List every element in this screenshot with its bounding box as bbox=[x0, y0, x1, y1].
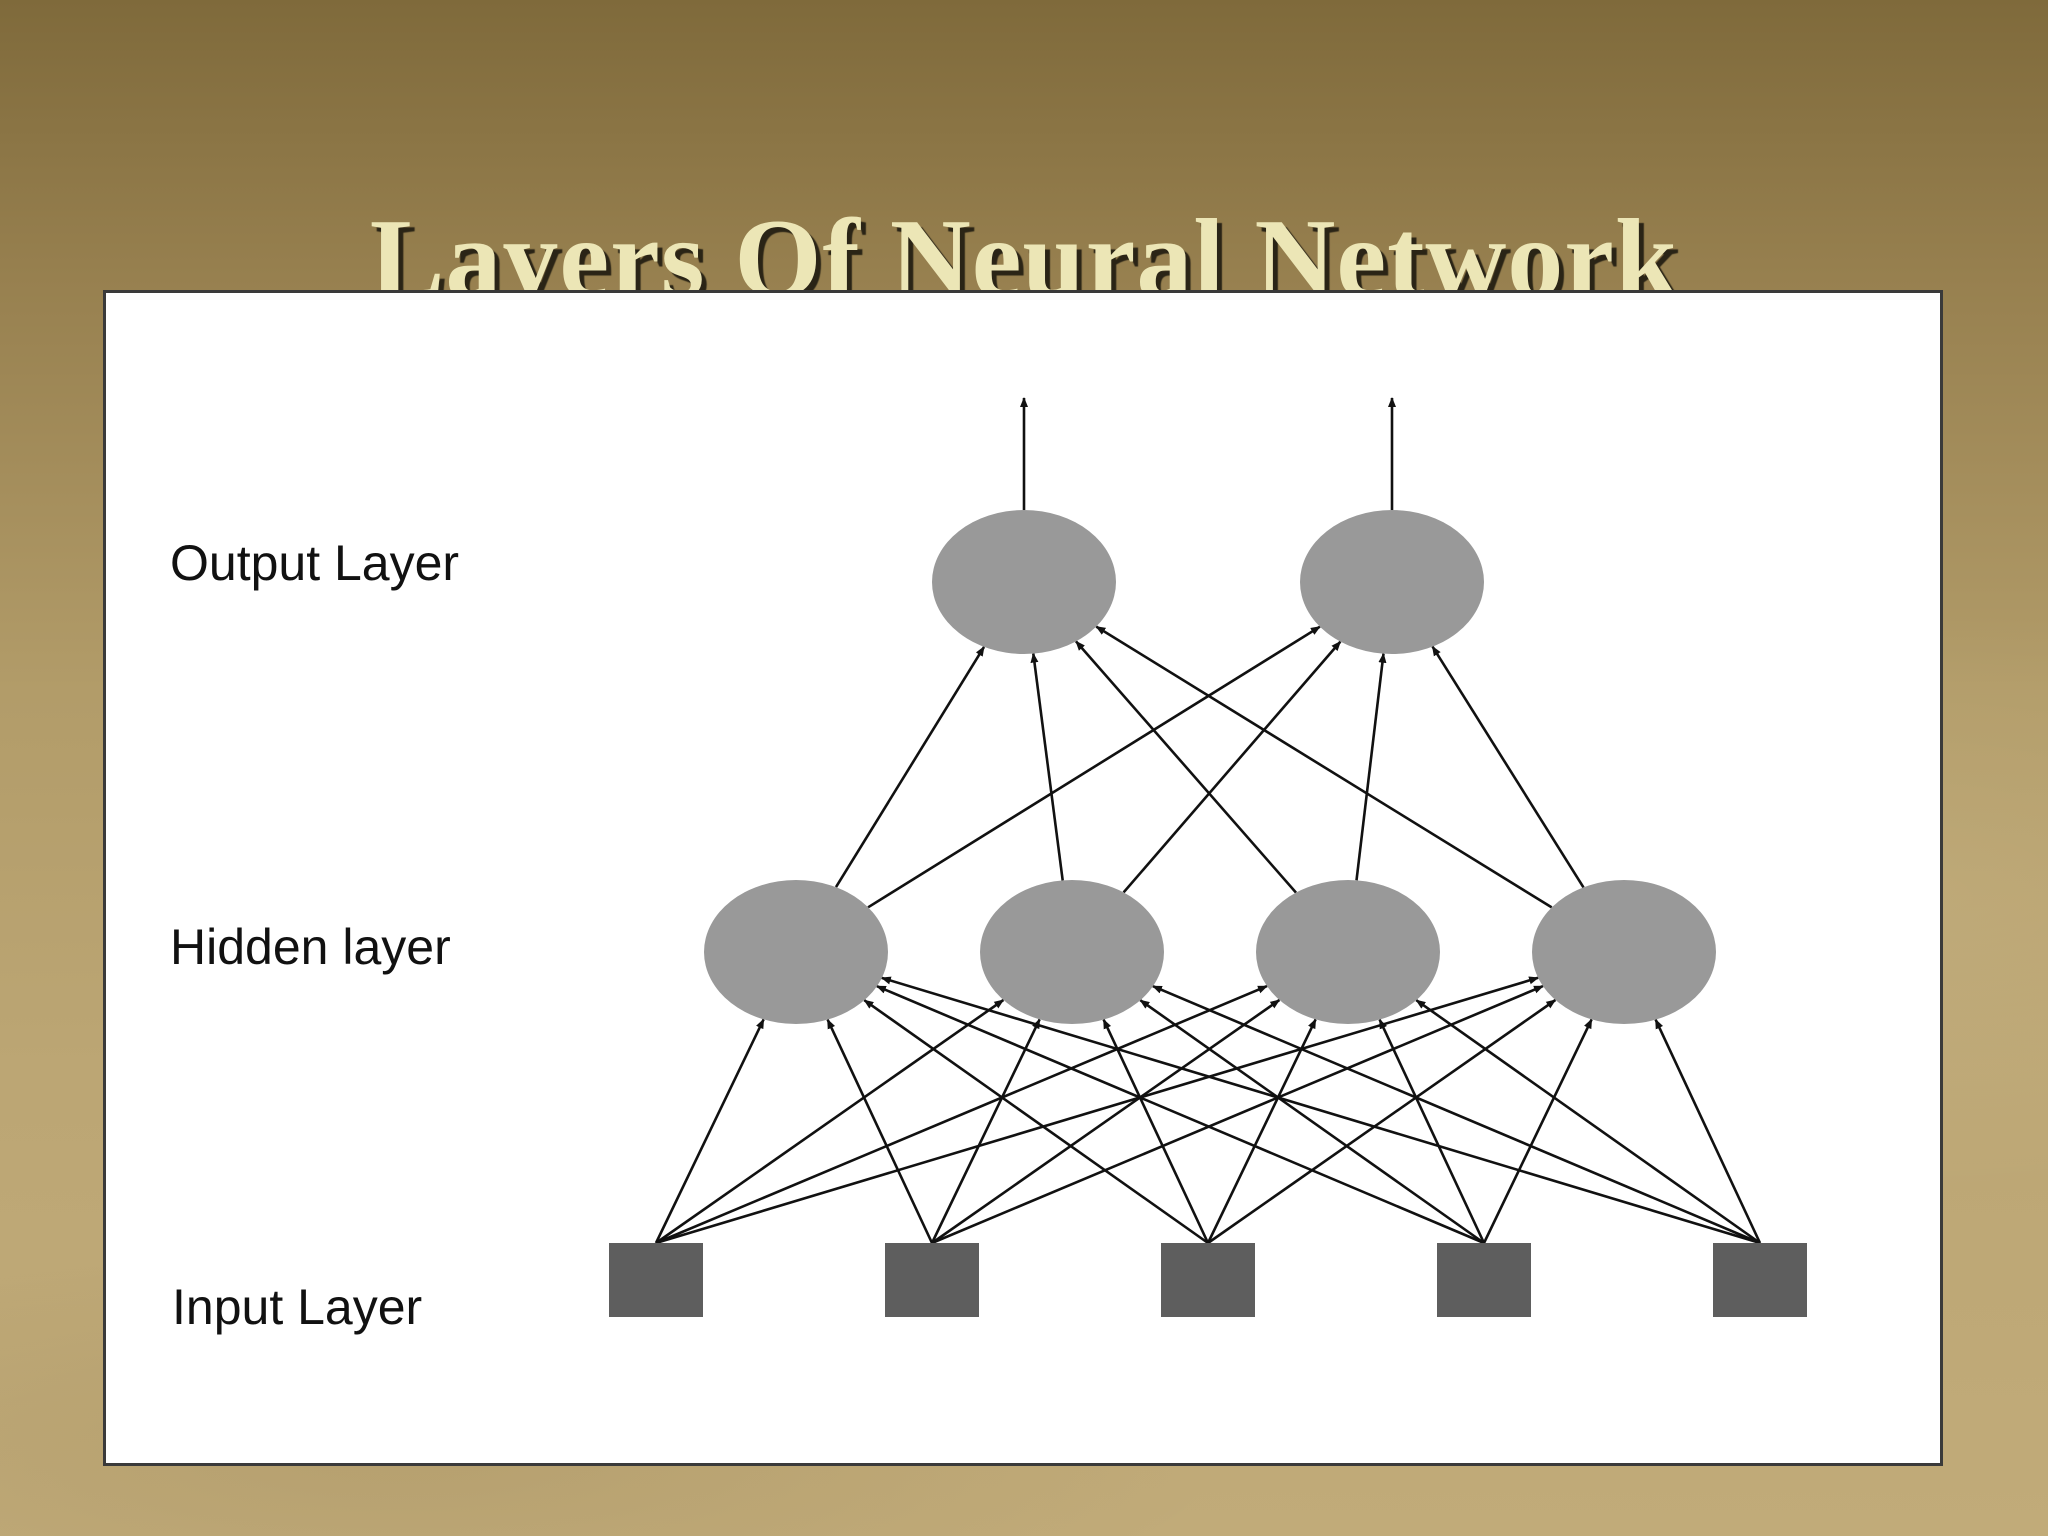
edge-hidden-4-to-output-1 bbox=[1095, 625, 1553, 909]
edge-hidden-1-to-output-1 bbox=[834, 646, 986, 888]
input-node-2 bbox=[885, 1243, 979, 1317]
edge-input-3-to-hidden-4 bbox=[1207, 998, 1557, 1245]
nodes-group bbox=[609, 510, 1807, 1317]
edge-input-1-to-hidden-1 bbox=[654, 1018, 765, 1244]
output-node-1 bbox=[932, 510, 1116, 654]
output-layer-label: Output Layer bbox=[170, 535, 460, 591]
edge-input-2-to-hidden-2 bbox=[930, 1018, 1041, 1244]
input-node-1 bbox=[609, 1243, 703, 1317]
edge-input-5-to-hidden-3 bbox=[1415, 999, 1761, 1245]
edge-hidden-4-to-output-2 bbox=[1431, 645, 1585, 889]
edges-group bbox=[654, 397, 1762, 1245]
hidden-node-1 bbox=[704, 880, 888, 1024]
edge-hidden-3-to-output-2 bbox=[1355, 652, 1387, 881]
hidden-node-3 bbox=[1256, 880, 1440, 1024]
edge-hidden-1-to-output-2 bbox=[867, 625, 1321, 909]
edge-input-1-to-hidden-2 bbox=[655, 998, 1005, 1245]
edge-input-2-to-hidden-3 bbox=[931, 998, 1281, 1245]
edge-input-4-to-hidden-2 bbox=[1139, 999, 1485, 1245]
input-node-5 bbox=[1713, 1243, 1807, 1317]
edge-input-4-to-hidden-4 bbox=[1482, 1018, 1593, 1244]
input-node-3 bbox=[1161, 1243, 1255, 1317]
edge-hidden-2-to-output-2 bbox=[1122, 640, 1342, 894]
edge-input-1-to-hidden-4 bbox=[655, 976, 1540, 1245]
input-node-4 bbox=[1437, 1243, 1531, 1317]
edge-input-2-to-hidden-1 bbox=[826, 1018, 934, 1244]
edge-hidden-2-to-output-1 bbox=[1030, 652, 1064, 881]
edge-input-4-to-hidden-3 bbox=[1378, 1018, 1486, 1244]
edge-input-5-to-hidden-1 bbox=[880, 976, 1761, 1245]
hidden-layer-label: Hidden layer bbox=[170, 919, 451, 975]
hidden-node-4 bbox=[1532, 880, 1716, 1024]
edge-input-4-to-hidden-1 bbox=[875, 985, 1485, 1245]
edge-input-5-to-hidden-2 bbox=[1151, 985, 1761, 1245]
edge-input-5-to-hidden-4 bbox=[1654, 1018, 1762, 1244]
edge-input-2-to-hidden-4 bbox=[931, 984, 1544, 1245]
edge-input-3-to-hidden-1 bbox=[863, 999, 1209, 1245]
input-layer-label: Input Layer bbox=[172, 1279, 423, 1335]
edge-hidden-3-to-output-1 bbox=[1075, 640, 1297, 894]
edge-input-3-to-hidden-2 bbox=[1102, 1018, 1210, 1244]
edge-input-3-to-hidden-3 bbox=[1206, 1018, 1317, 1244]
edge-input-1-to-hidden-3 bbox=[655, 984, 1268, 1245]
output-node-2 bbox=[1300, 510, 1484, 654]
hidden-node-2 bbox=[980, 880, 1164, 1024]
